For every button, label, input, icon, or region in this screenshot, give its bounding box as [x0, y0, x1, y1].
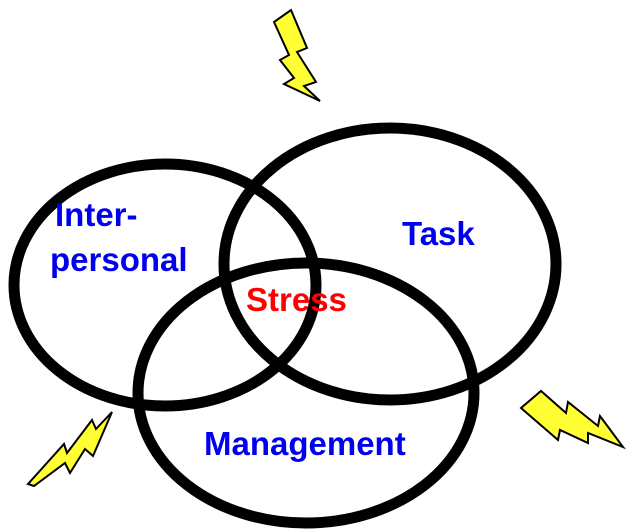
- management-label-line-1: Management: [204, 425, 406, 462]
- interpersonal-label: Inter- personal: [50, 196, 188, 278]
- stress-label: Stress: [246, 281, 347, 318]
- lightning-bolt-bottom-left-icon: [26, 411, 113, 488]
- interpersonal-label-line-1: Inter-: [55, 196, 138, 233]
- interpersonal-circle: [8, 158, 322, 412]
- task-label-line-1: Task: [402, 215, 475, 252]
- task-circle: [218, 122, 562, 406]
- management-circle: [132, 257, 480, 529]
- lightning-bolt-bottom-right-icon: [519, 389, 626, 450]
- management-label: Management: [204, 425, 406, 462]
- lightning-bolt-top-icon: [272, 8, 321, 102]
- task-label: Task: [402, 215, 475, 252]
- interpersonal-label-line-2: personal: [50, 241, 188, 278]
